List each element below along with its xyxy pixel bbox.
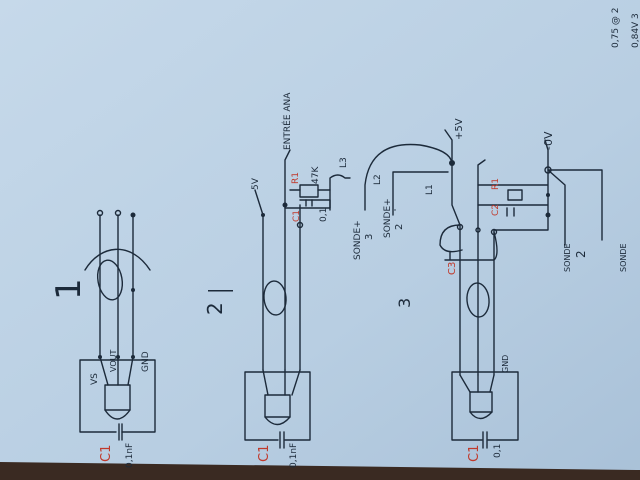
r1-label: R1 [291,172,301,184]
sonde2-plus-label: SONDE+ [383,198,393,238]
c1-value-2: 0,1nF [289,443,299,468]
l2-label: L2 [373,174,383,185]
c1-value-3: 0,1 [493,444,503,458]
plus-5v-label: +5V [454,118,465,140]
sonde-b-label: SONDE [619,243,628,272]
c1-label-3: C1 [467,445,482,462]
c1-filter-value: 0,1 [319,208,329,222]
c3-label: C3 [447,262,458,275]
circuit-3: 3 SONDE+ 3 SONDE+ 2 L2 L1 +5V -0V R1 C2 … [353,118,628,462]
sonde2-plus-number: 2 [394,224,405,230]
section-2-number: 2 [203,302,227,315]
r1-label-3: R1 [491,178,501,190]
sonde3-label: SONDE+ [353,220,363,260]
c1-value: 0,1nF [125,443,135,468]
circuit-1: 1 VS VOUT GND C1 0,1nF [49,209,156,468]
pin-vout-label: VOUT [109,350,118,372]
c1-label: C1 [99,445,114,462]
pin-vs-label: VS [90,373,100,385]
l1-label: L1 [425,184,435,195]
circuit-2: 2 5V ENTRÉE ANA R1 47K C1 0,1 L3 C1 0,1n… [203,92,351,468]
section-3-number: 3 [395,298,414,308]
c1-filter-label: C1 [292,210,302,222]
zero-v-label: -0V [542,131,555,150]
entree-ana-label: ENTRÉE ANA [281,92,293,150]
supply-5v-label: 5V [251,177,261,190]
sonde-a-number: 2 [574,250,588,258]
gnd-label: GND [501,355,510,373]
note-line-2: 0,84V 3 [631,13,640,48]
c2-label: C2 [491,204,501,216]
sonde-a-label: SONDE [563,243,572,272]
r1-value: 47K [311,166,321,184]
note-line-1: 0,75 @ 2 [611,8,621,49]
table-edge [0,462,640,480]
c1-label-2: C1 [257,445,272,462]
section-1-number: 1 [49,278,89,300]
l3-label: L3 [339,157,349,168]
pin-gnd-label: GND [141,351,151,372]
sonde3-number: 3 [364,234,375,240]
